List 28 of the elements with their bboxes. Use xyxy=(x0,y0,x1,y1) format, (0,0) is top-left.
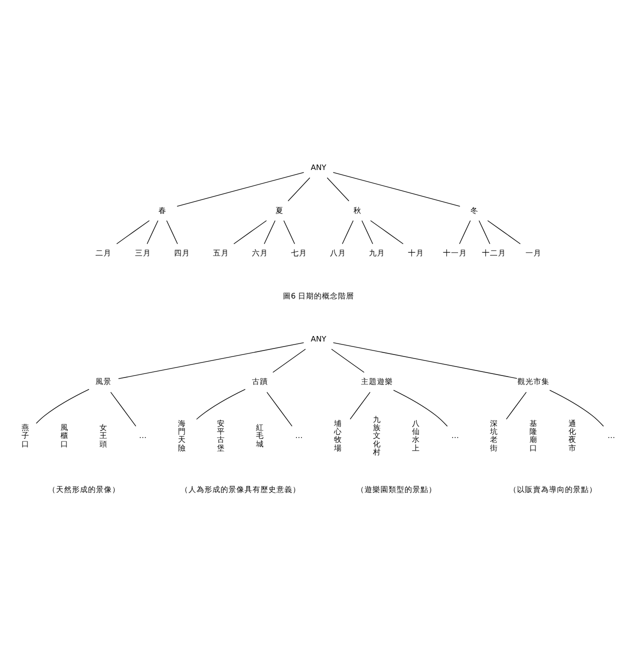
connector xyxy=(116,220,150,244)
connector xyxy=(266,391,292,426)
connector xyxy=(370,220,404,244)
connector xyxy=(166,220,178,244)
connector xyxy=(146,220,158,244)
connector xyxy=(288,176,310,201)
connector xyxy=(459,220,471,244)
connector xyxy=(393,389,448,426)
connector xyxy=(362,220,374,244)
connector xyxy=(342,220,354,244)
connector xyxy=(118,342,304,379)
connector xyxy=(350,391,370,419)
connector xyxy=(331,348,364,372)
connector xyxy=(36,388,90,424)
connector xyxy=(332,342,518,378)
connector xyxy=(478,220,490,244)
connector xyxy=(487,220,521,244)
connector xyxy=(234,220,267,244)
connector xyxy=(196,388,246,420)
connector xyxy=(264,220,276,244)
connector xyxy=(326,176,350,201)
connector xyxy=(506,391,527,419)
connector xyxy=(110,391,136,426)
connector xyxy=(176,172,304,206)
connector xyxy=(549,389,604,426)
connector xyxy=(332,172,460,206)
connector xyxy=(272,348,306,372)
connector xyxy=(283,220,295,244)
